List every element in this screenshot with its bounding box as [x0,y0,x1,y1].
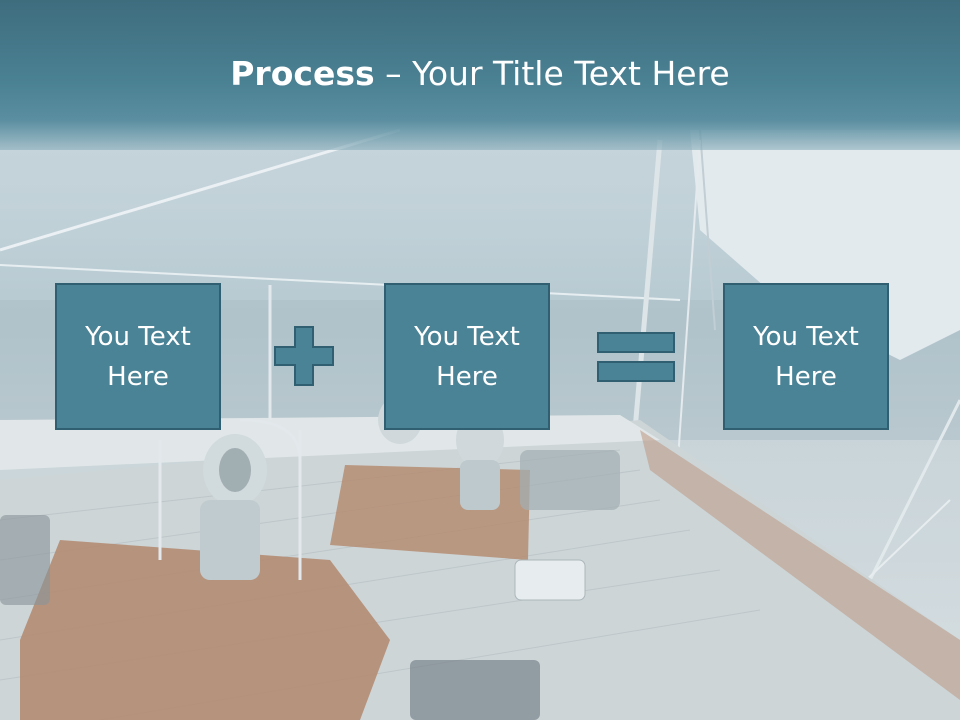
title-rest-text: – Your Title Text Here [374,54,730,93]
process-box-2-line1: You Text [414,321,520,352]
process-box-3-line1: You Text [753,321,859,352]
process-box-1[interactable]: You Text Here [55,283,221,430]
process-box-1-line1: You Text [85,321,191,352]
plus-icon [274,326,334,386]
process-box-1-line2: Here [107,361,169,392]
title-band [0,0,960,150]
process-box-2-line2: Here [436,361,498,392]
process-box-3-line2: Here [775,361,837,392]
slide-title: Process – Your Title Text Here [0,52,960,96]
process-box-2[interactable]: You Text Here [384,283,550,430]
equals-icon [597,332,675,382]
title-bold-text: Process [230,54,375,93]
process-box-3[interactable]: You Text Here [723,283,889,430]
